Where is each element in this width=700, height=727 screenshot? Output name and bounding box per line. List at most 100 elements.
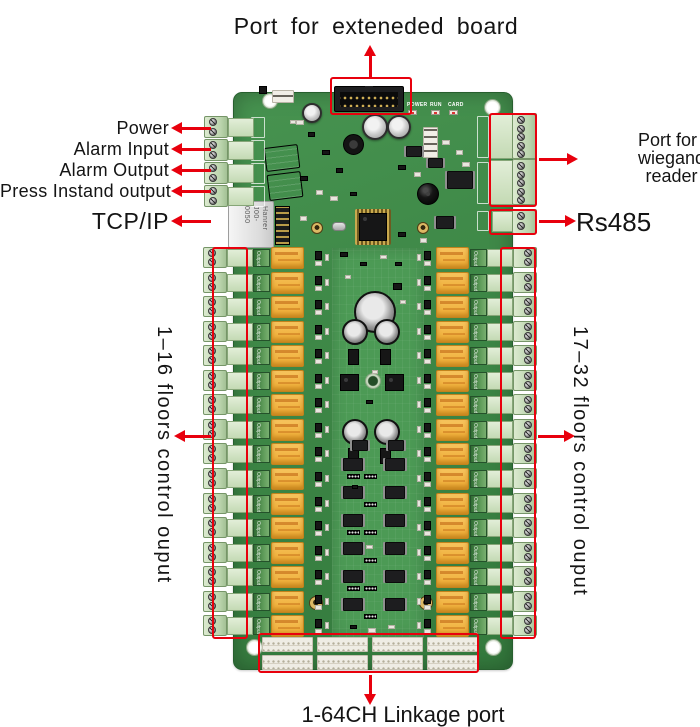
relay-driver-smd <box>424 570 431 579</box>
sot23 <box>393 283 402 290</box>
floor-relay <box>271 443 304 465</box>
capacitor <box>362 114 388 140</box>
driver-chip <box>343 458 363 471</box>
driver-chip <box>385 458 405 471</box>
status-led <box>431 110 440 115</box>
driver-chip <box>343 598 363 611</box>
floor-relay <box>271 321 304 343</box>
floor-relay <box>271 345 304 367</box>
silkscreen-box <box>477 116 489 158</box>
relay-driver-smd <box>315 472 322 481</box>
tcpip-label: TCP/IP <box>0 208 169 235</box>
terminal-screw <box>209 197 217 205</box>
relay-driver-smd <box>424 310 431 315</box>
relay-socket: Output <box>470 249 487 267</box>
power-arrow <box>182 127 211 130</box>
led-label-card: CARD <box>448 102 464 108</box>
serial-text: 123456-1 <box>498 88 522 94</box>
driver-chip <box>385 598 405 611</box>
soic-chip <box>447 171 473 189</box>
driver-chip <box>385 542 405 555</box>
smd-component <box>300 216 307 221</box>
relay-driver-smd <box>325 254 329 261</box>
press-output-arrow <box>182 190 211 193</box>
relay-driver-smd <box>424 433 431 438</box>
ethernet-magnetics <box>275 206 290 245</box>
relay-socket: Output <box>253 495 270 513</box>
relay-socket: Output <box>253 274 270 292</box>
smd-component <box>420 238 427 243</box>
floor-relay <box>436 394 469 416</box>
wiegand-arrowhead <box>567 153 578 165</box>
relay-socket: Output <box>253 544 270 562</box>
driver-chip <box>352 440 368 451</box>
relay-driver-smd <box>424 507 431 512</box>
smd-component <box>360 262 367 266</box>
terminal-body <box>228 118 254 137</box>
alarm-input-label: Alarm Input <box>0 139 169 160</box>
white-connector <box>272 90 294 103</box>
relay-driver-smd <box>325 377 329 384</box>
resistor-network <box>364 502 377 507</box>
relay-socket: Output <box>470 396 487 414</box>
alarm-output-arrowhead <box>171 164 182 176</box>
left-floors-arrowhead <box>174 430 185 442</box>
fiducial-mark <box>259 86 267 94</box>
relay-driver-smd <box>315 408 322 413</box>
relay-driver-smd <box>325 500 329 507</box>
inductor <box>343 134 364 155</box>
relay-driver-smd <box>325 352 329 359</box>
relay-driver-smd <box>315 595 322 604</box>
relay-driver-smd <box>315 374 322 383</box>
rs485-label: Rs485 <box>576 207 651 238</box>
floor-relay <box>271 591 304 613</box>
smd-component <box>398 232 406 237</box>
power-relay <box>267 171 304 201</box>
smd-component <box>456 150 463 155</box>
relay-driver-smd <box>424 497 431 506</box>
brass-standoff <box>417 222 429 234</box>
relay-socket: Output <box>470 347 487 365</box>
floor-relay <box>436 321 469 343</box>
relay-driver-smd <box>417 328 421 335</box>
right-floors-arrow <box>538 435 564 438</box>
led-label-run: RUN <box>430 102 442 108</box>
relay-driver-smd <box>315 251 322 260</box>
relay-driver-smd <box>315 507 322 512</box>
driver-chip <box>343 570 363 583</box>
tcpip-arrow <box>182 220 211 223</box>
relay-socket: Output <box>470 274 487 292</box>
relay-socket: Output <box>470 568 487 586</box>
relay-driver-smd <box>315 359 322 364</box>
smd-component <box>366 545 373 549</box>
driver-chip <box>385 570 405 583</box>
smd-component <box>290 120 296 124</box>
relay-driver-smd <box>424 251 431 260</box>
smd-component <box>388 625 395 629</box>
relay-driver-smd <box>424 286 431 291</box>
relay-driver-smd <box>424 384 431 389</box>
floor-relay <box>436 443 469 465</box>
alarm-output-label: Alarm Output <box>0 160 169 181</box>
relay-driver-smd <box>315 482 322 487</box>
relay-driver-smd <box>424 457 431 462</box>
soic-chip <box>436 216 454 229</box>
floor-relay <box>436 419 469 441</box>
linkage-port-label: 1-64CH Linkage port <box>253 702 553 727</box>
floor-relay <box>436 370 469 392</box>
smd-component <box>322 150 330 155</box>
relay-socket: Output <box>253 470 270 488</box>
floor-relay <box>436 542 469 564</box>
relay-driver-smd <box>315 497 322 506</box>
rs485-arrow <box>539 220 565 223</box>
wiegand-port-highlight <box>489 113 537 207</box>
smd-component <box>340 252 348 257</box>
driver-chip <box>385 486 405 499</box>
relay-driver-smd <box>424 423 431 432</box>
smd-component <box>345 275 351 279</box>
relay-socket: Output <box>470 593 487 611</box>
relay-driver-smd <box>315 300 322 309</box>
ethernet-brand: Hanrer <box>260 206 269 230</box>
relay-driver-smd <box>417 303 421 310</box>
